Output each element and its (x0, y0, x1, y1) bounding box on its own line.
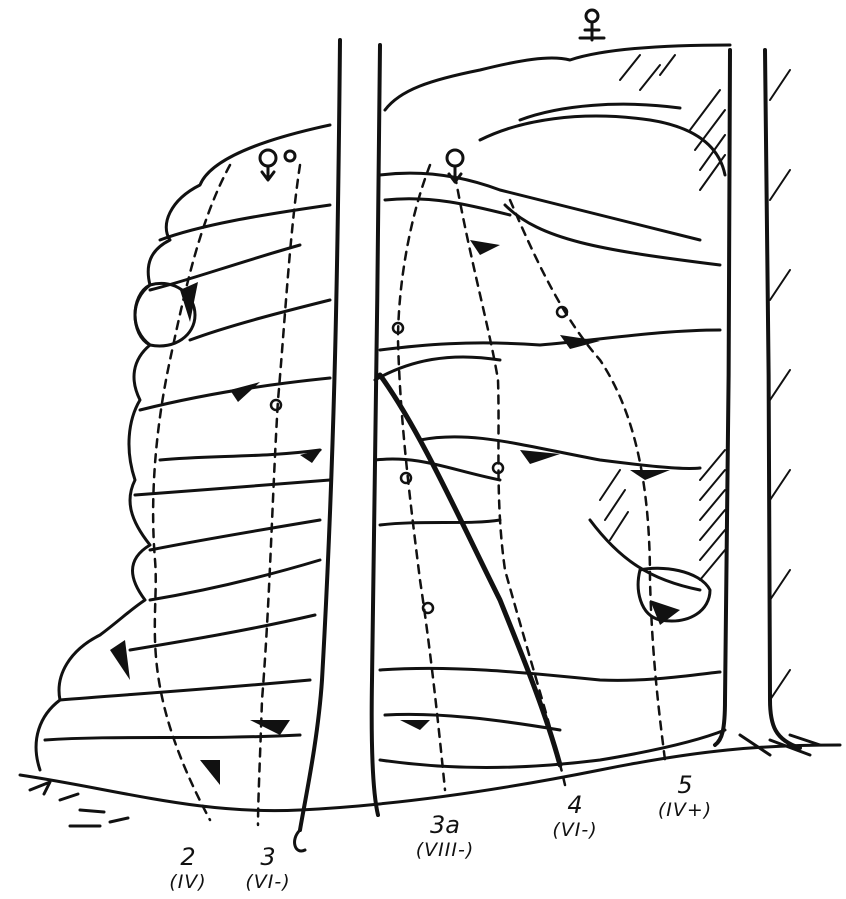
route-number: 2 (169, 844, 206, 872)
rock-face (36, 45, 730, 770)
hatching (600, 55, 790, 700)
route-label-5: 5 (IV+) (658, 772, 712, 821)
route-line-5 (510, 200, 665, 760)
anchor-icon (260, 150, 295, 180)
route-number: 4 (552, 792, 597, 820)
route-grade: (VI-) (552, 820, 597, 842)
route-grade: (IV+) (658, 800, 712, 822)
route-number: 3 (245, 844, 290, 872)
bolt-icon (271, 400, 281, 410)
route-label-2: 2 (IV) (169, 844, 206, 893)
route-label-3: 3 (VI-) (245, 844, 290, 893)
bolt-icon (423, 603, 433, 613)
bolt-icon (401, 473, 411, 483)
anchors (260, 10, 604, 182)
route-label-4: 4 (VI-) (552, 792, 597, 841)
tree-trunk-left (300, 40, 340, 830)
route-label-3a: 3a (VIII-) (416, 812, 475, 861)
route-lines (153, 165, 665, 825)
route-number: 5 (658, 772, 712, 800)
route-grade: (IV) (169, 872, 206, 894)
route-number: 3a (416, 812, 475, 840)
route-grade: (VIII-) (416, 840, 475, 862)
route-grade: (VI-) (245, 872, 290, 894)
route-line-4 (455, 175, 565, 785)
anchor-icon (580, 10, 604, 40)
